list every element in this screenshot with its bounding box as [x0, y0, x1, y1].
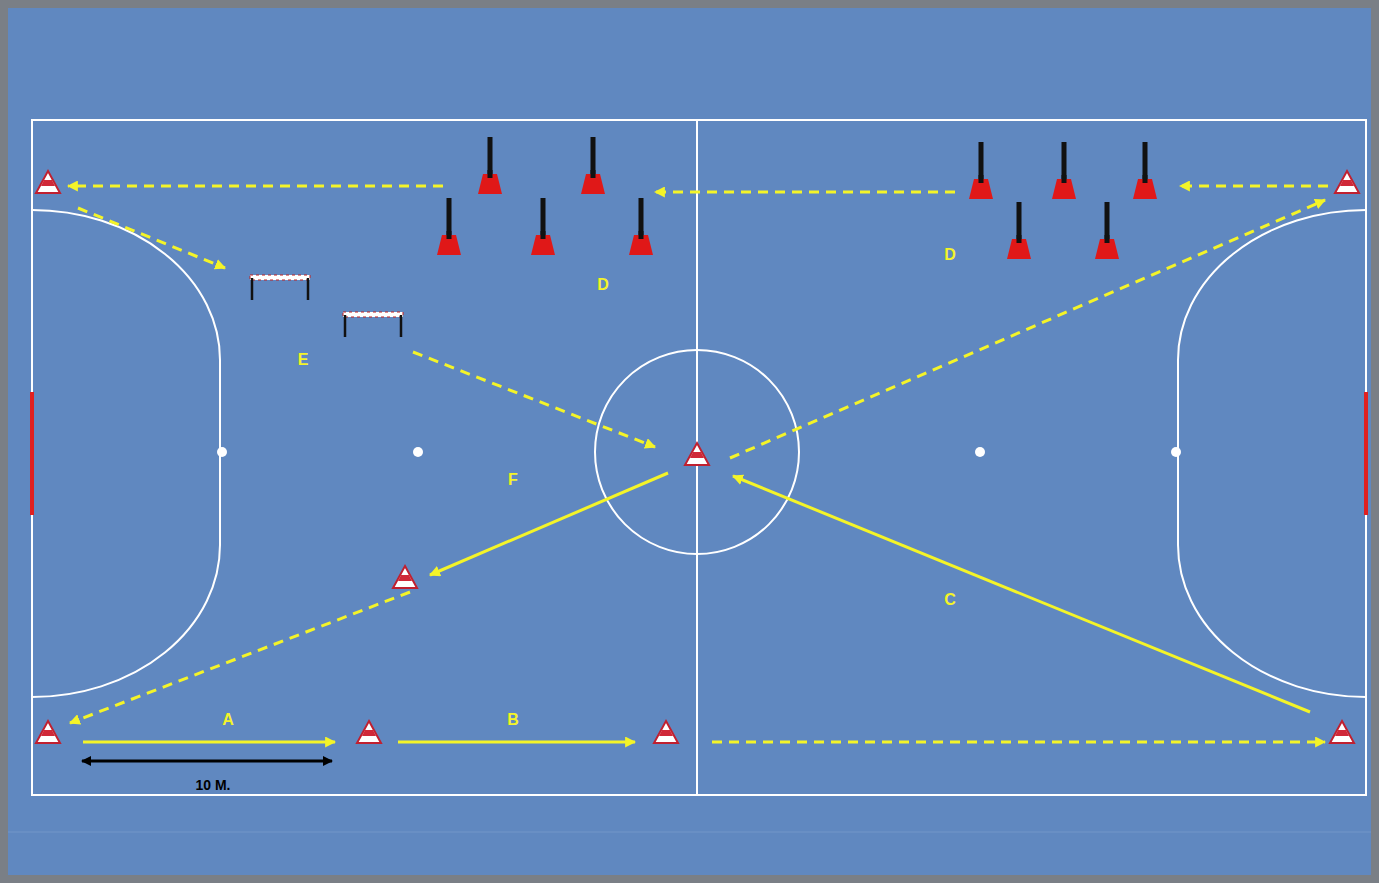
zone-letter: D: [597, 277, 609, 293]
zone-letter: B: [507, 712, 519, 728]
zone-letter: D: [944, 247, 956, 263]
zone-letter: E: [298, 352, 309, 368]
poles: [437, 137, 1157, 259]
hurdles: [250, 275, 403, 337]
dimension-label: 10 M.: [195, 778, 230, 792]
dimension-arrow: [82, 760, 332, 763]
zone-letter: C: [944, 592, 956, 608]
zone-letter: F: [508, 472, 518, 488]
cones: [36, 171, 1359, 743]
court-lines: [32, 120, 1366, 795]
run-arrows: [68, 186, 1328, 742]
zone-letter: A: [222, 712, 234, 728]
